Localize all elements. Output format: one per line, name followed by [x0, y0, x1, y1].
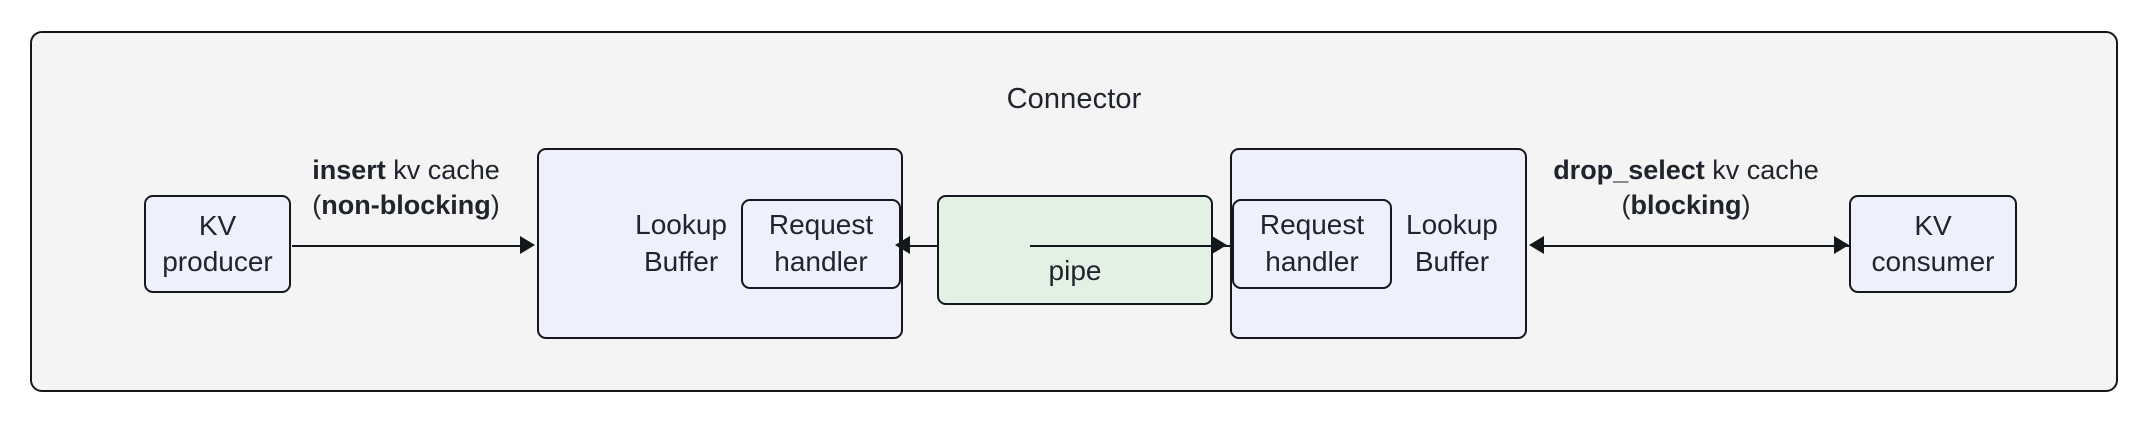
arrow-pipe-to-right-buffer-head-icon	[1212, 236, 1227, 254]
node-lookup-buffer-left-label: Lookup Buffer	[635, 209, 727, 277]
node-kv-consumer-label: KV consumer	[1871, 209, 1995, 277]
edge-label-drop-select-rest: kv cache	[1704, 155, 1819, 185]
edge-label-insert-op: insert	[312, 155, 386, 185]
arrow-pipe-to-right-buffer-line	[1030, 245, 1230, 247]
arrow-pipe-to-left-buffer-head-icon	[895, 236, 910, 254]
edge-label-insert: insert kv cache (non-blocking)	[281, 153, 531, 223]
edge-label-drop-select-mode: blocking	[1630, 190, 1742, 221]
edge-label-insert-rest: kv cache	[385, 155, 500, 185]
node-pipe[interactable]: pipe	[937, 195, 1213, 305]
node-kv-producer[interactable]: KV producer	[144, 195, 291, 293]
edge-label-insert-mode: non-blocking	[321, 190, 491, 221]
edge-label-drop-select-paren-close: )	[1741, 190, 1751, 221]
node-kv-producer-label: KV producer	[162, 209, 273, 277]
node-kv-consumer[interactable]: KV consumer	[1849, 195, 2017, 293]
node-lookup-buffer-right[interactable]: Lookup Buffer Request handler	[1230, 148, 1527, 339]
node-lookup-buffer-left[interactable]: Lookup Buffer Request handler	[537, 148, 903, 339]
lookup-buffer-left-inner: Lookup Buffer Request handler	[539, 150, 901, 337]
arrow-drop-select-head-left-icon	[1529, 236, 1544, 254]
edge-label-insert-paren-close: )	[490, 190, 500, 221]
arrow-drop-select-head-right-icon	[1834, 236, 1849, 254]
edge-label-drop-select-paren-open: (	[1621, 190, 1631, 221]
node-request-handler-right-label: Request handler	[1259, 209, 1365, 277]
node-lookup-buffer-right-label: Lookup Buffer	[1406, 209, 1498, 277]
arrow-insert-head-icon	[520, 236, 535, 254]
edge-label-insert-line2: (non-blocking)	[281, 188, 531, 223]
node-request-handler-right[interactable]: Request handler	[1232, 198, 1392, 289]
arrow-drop-select-line	[1534, 245, 1849, 247]
edge-label-drop-select: drop_select kv cache (blocking)	[1524, 153, 1848, 223]
edge-label-drop-select-line1: drop_select kv cache	[1524, 153, 1848, 188]
edge-label-drop-select-op: drop_select	[1553, 155, 1705, 185]
edge-label-drop-select-line2: (blocking)	[1524, 188, 1848, 223]
node-request-handler-left[interactable]: Request handler	[741, 198, 901, 289]
edge-label-insert-paren-open: (	[312, 190, 322, 221]
node-pipe-label: pipe	[1048, 254, 1102, 286]
node-request-handler-left-label: Request handler	[768, 209, 874, 277]
edge-label-insert-line1: insert kv cache	[281, 153, 531, 188]
lookup-buffer-right-inner: Lookup Buffer Request handler	[1232, 150, 1525, 337]
connector-title: Connector	[1006, 83, 1142, 115]
arrow-insert-line	[292, 245, 522, 247]
